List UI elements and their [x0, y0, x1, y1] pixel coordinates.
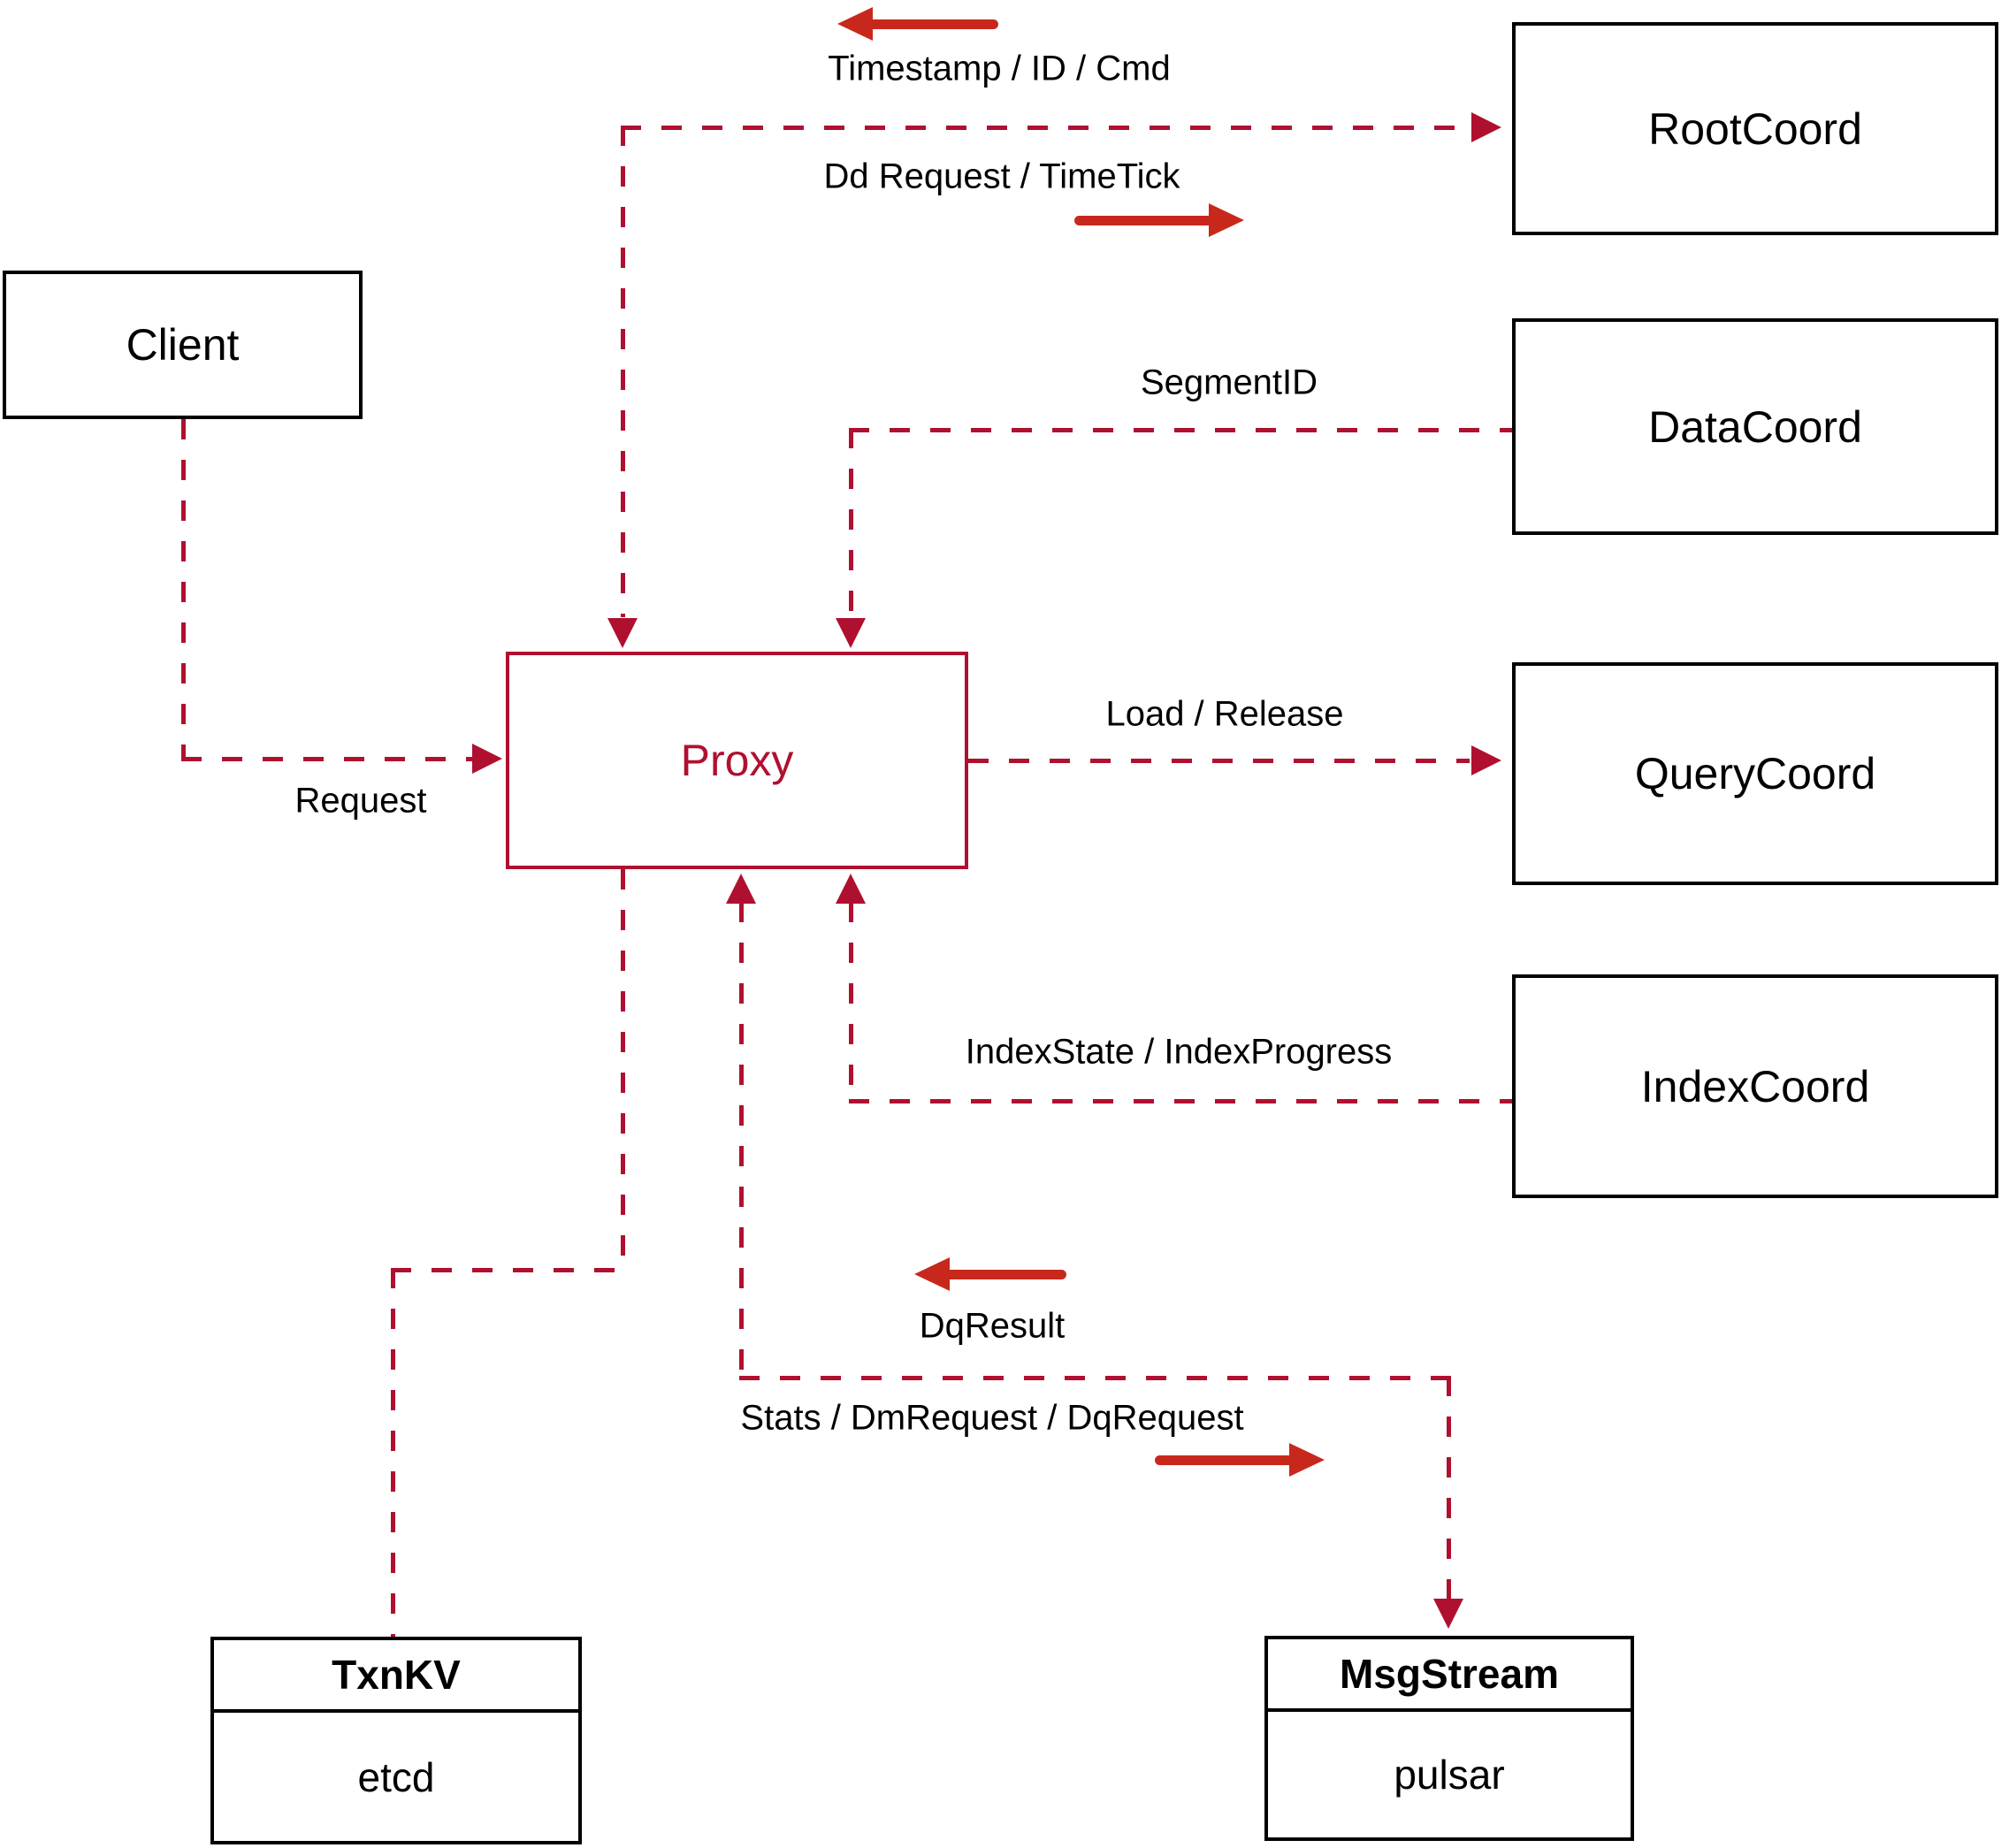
- timestamp-direction-arrow: [837, 7, 998, 41]
- edge-label-timestamp: Timestamp / ID / Cmd: [828, 49, 1171, 88]
- node-msgstream: MsgStream pulsar: [1264, 1636, 1634, 1841]
- edge-proxy-msgstream-vertical-upper: [739, 902, 744, 1378]
- edge-proxy-querycoord-horizontal: [968, 759, 1470, 763]
- edge-proxy-txnkv-vertical-lower: [391, 1268, 395, 1637]
- node-client: Client: [3, 271, 363, 419]
- arrowhead-into-msgstream-icon: [1433, 1599, 1463, 1629]
- node-txnkv-title: TxnKV: [214, 1640, 578, 1713]
- node-proxy-label: Proxy: [680, 736, 794, 785]
- edge-indexcoord-proxy-vertical: [849, 902, 853, 1099]
- arrow-right-icon: [1209, 203, 1244, 237]
- edge-label-dq-result: DqResult: [919, 1306, 1066, 1346]
- node-indexcoord-label: IndexCoord: [1640, 1061, 1870, 1111]
- node-txnkv-subtitle: etcd: [357, 1753, 435, 1800]
- edge-proxy-txnkv-vertical-upper: [621, 869, 625, 1270]
- edge-indexcoord-proxy-horizontal: [849, 1099, 1512, 1103]
- edge-label-load-release: Load / Release: [1105, 694, 1344, 734]
- edge-proxy-txnkv-horizontal: [391, 1268, 625, 1272]
- edge-label-index-state: IndexState / IndexProgress: [965, 1032, 1393, 1072]
- edge-label-request: Request: [294, 781, 427, 821]
- arrowhead-into-proxy-bottom-right-icon: [836, 874, 866, 904]
- arrowhead-into-proxy-bottom-middle-icon: [726, 874, 756, 904]
- edge-proxy-msgstream-vertical-lower: [1447, 1376, 1451, 1599]
- edge-client-proxy-horizontal: [181, 757, 473, 761]
- arrowhead-into-proxy-top-left-icon: [607, 618, 638, 648]
- node-datacoord-label: DataCoord: [1648, 401, 1862, 452]
- edge-proxy-rootcoord-vertical: [621, 126, 625, 617]
- dd-request-direction-arrow: [1074, 203, 1244, 237]
- edge-proxy-msgstream-horizontal: [739, 1376, 1450, 1380]
- edge-label-stats: Stats / DmRequest / DqRequest: [740, 1398, 1244, 1438]
- edge-client-proxy-vertical: [181, 419, 186, 759]
- node-datacoord: DataCoord: [1512, 318, 1998, 535]
- edge-datacoord-proxy-horizontal: [849, 428, 1512, 432]
- arrowhead-into-rootcoord-icon: [1471, 112, 1501, 142]
- node-txnkv: TxnKV etcd: [210, 1637, 582, 1844]
- edge-proxy-rootcoord-horizontal: [621, 126, 1470, 130]
- arrowhead-into-querycoord-icon: [1471, 745, 1501, 775]
- stats-direction-arrow: [1155, 1443, 1325, 1477]
- node-client-label: Client: [126, 320, 240, 370]
- node-querycoord: QueryCoord: [1512, 662, 1998, 885]
- edge-label-dd-request: Dd Request / TimeTick: [823, 157, 1180, 196]
- node-msgstream-subtitle: pulsar: [1394, 1752, 1505, 1798]
- arrow-shaft: [943, 1269, 1066, 1279]
- node-proxy: Proxy: [506, 652, 968, 869]
- edge-datacoord-proxy-vertical: [849, 428, 853, 617]
- arrow-shaft: [866, 19, 998, 29]
- node-msgstream-title: MsgStream: [1268, 1639, 1631, 1712]
- arrow-shaft: [1155, 1455, 1296, 1465]
- node-querycoord-label: QueryCoord: [1634, 749, 1876, 798]
- dq-result-direction-arrow: [914, 1257, 1066, 1291]
- arrowhead-into-proxy-left-icon: [472, 744, 502, 774]
- arrow-shaft: [1074, 215, 1216, 225]
- arrowhead-into-proxy-top-right-icon: [836, 618, 866, 648]
- node-rootcoord: RootCoord: [1512, 22, 1998, 235]
- arrow-right-icon: [1289, 1443, 1325, 1477]
- edge-label-segment-id: SegmentID: [1140, 363, 1318, 402]
- node-indexcoord: IndexCoord: [1512, 974, 1998, 1198]
- node-rootcoord-label: RootCoord: [1648, 103, 1862, 154]
